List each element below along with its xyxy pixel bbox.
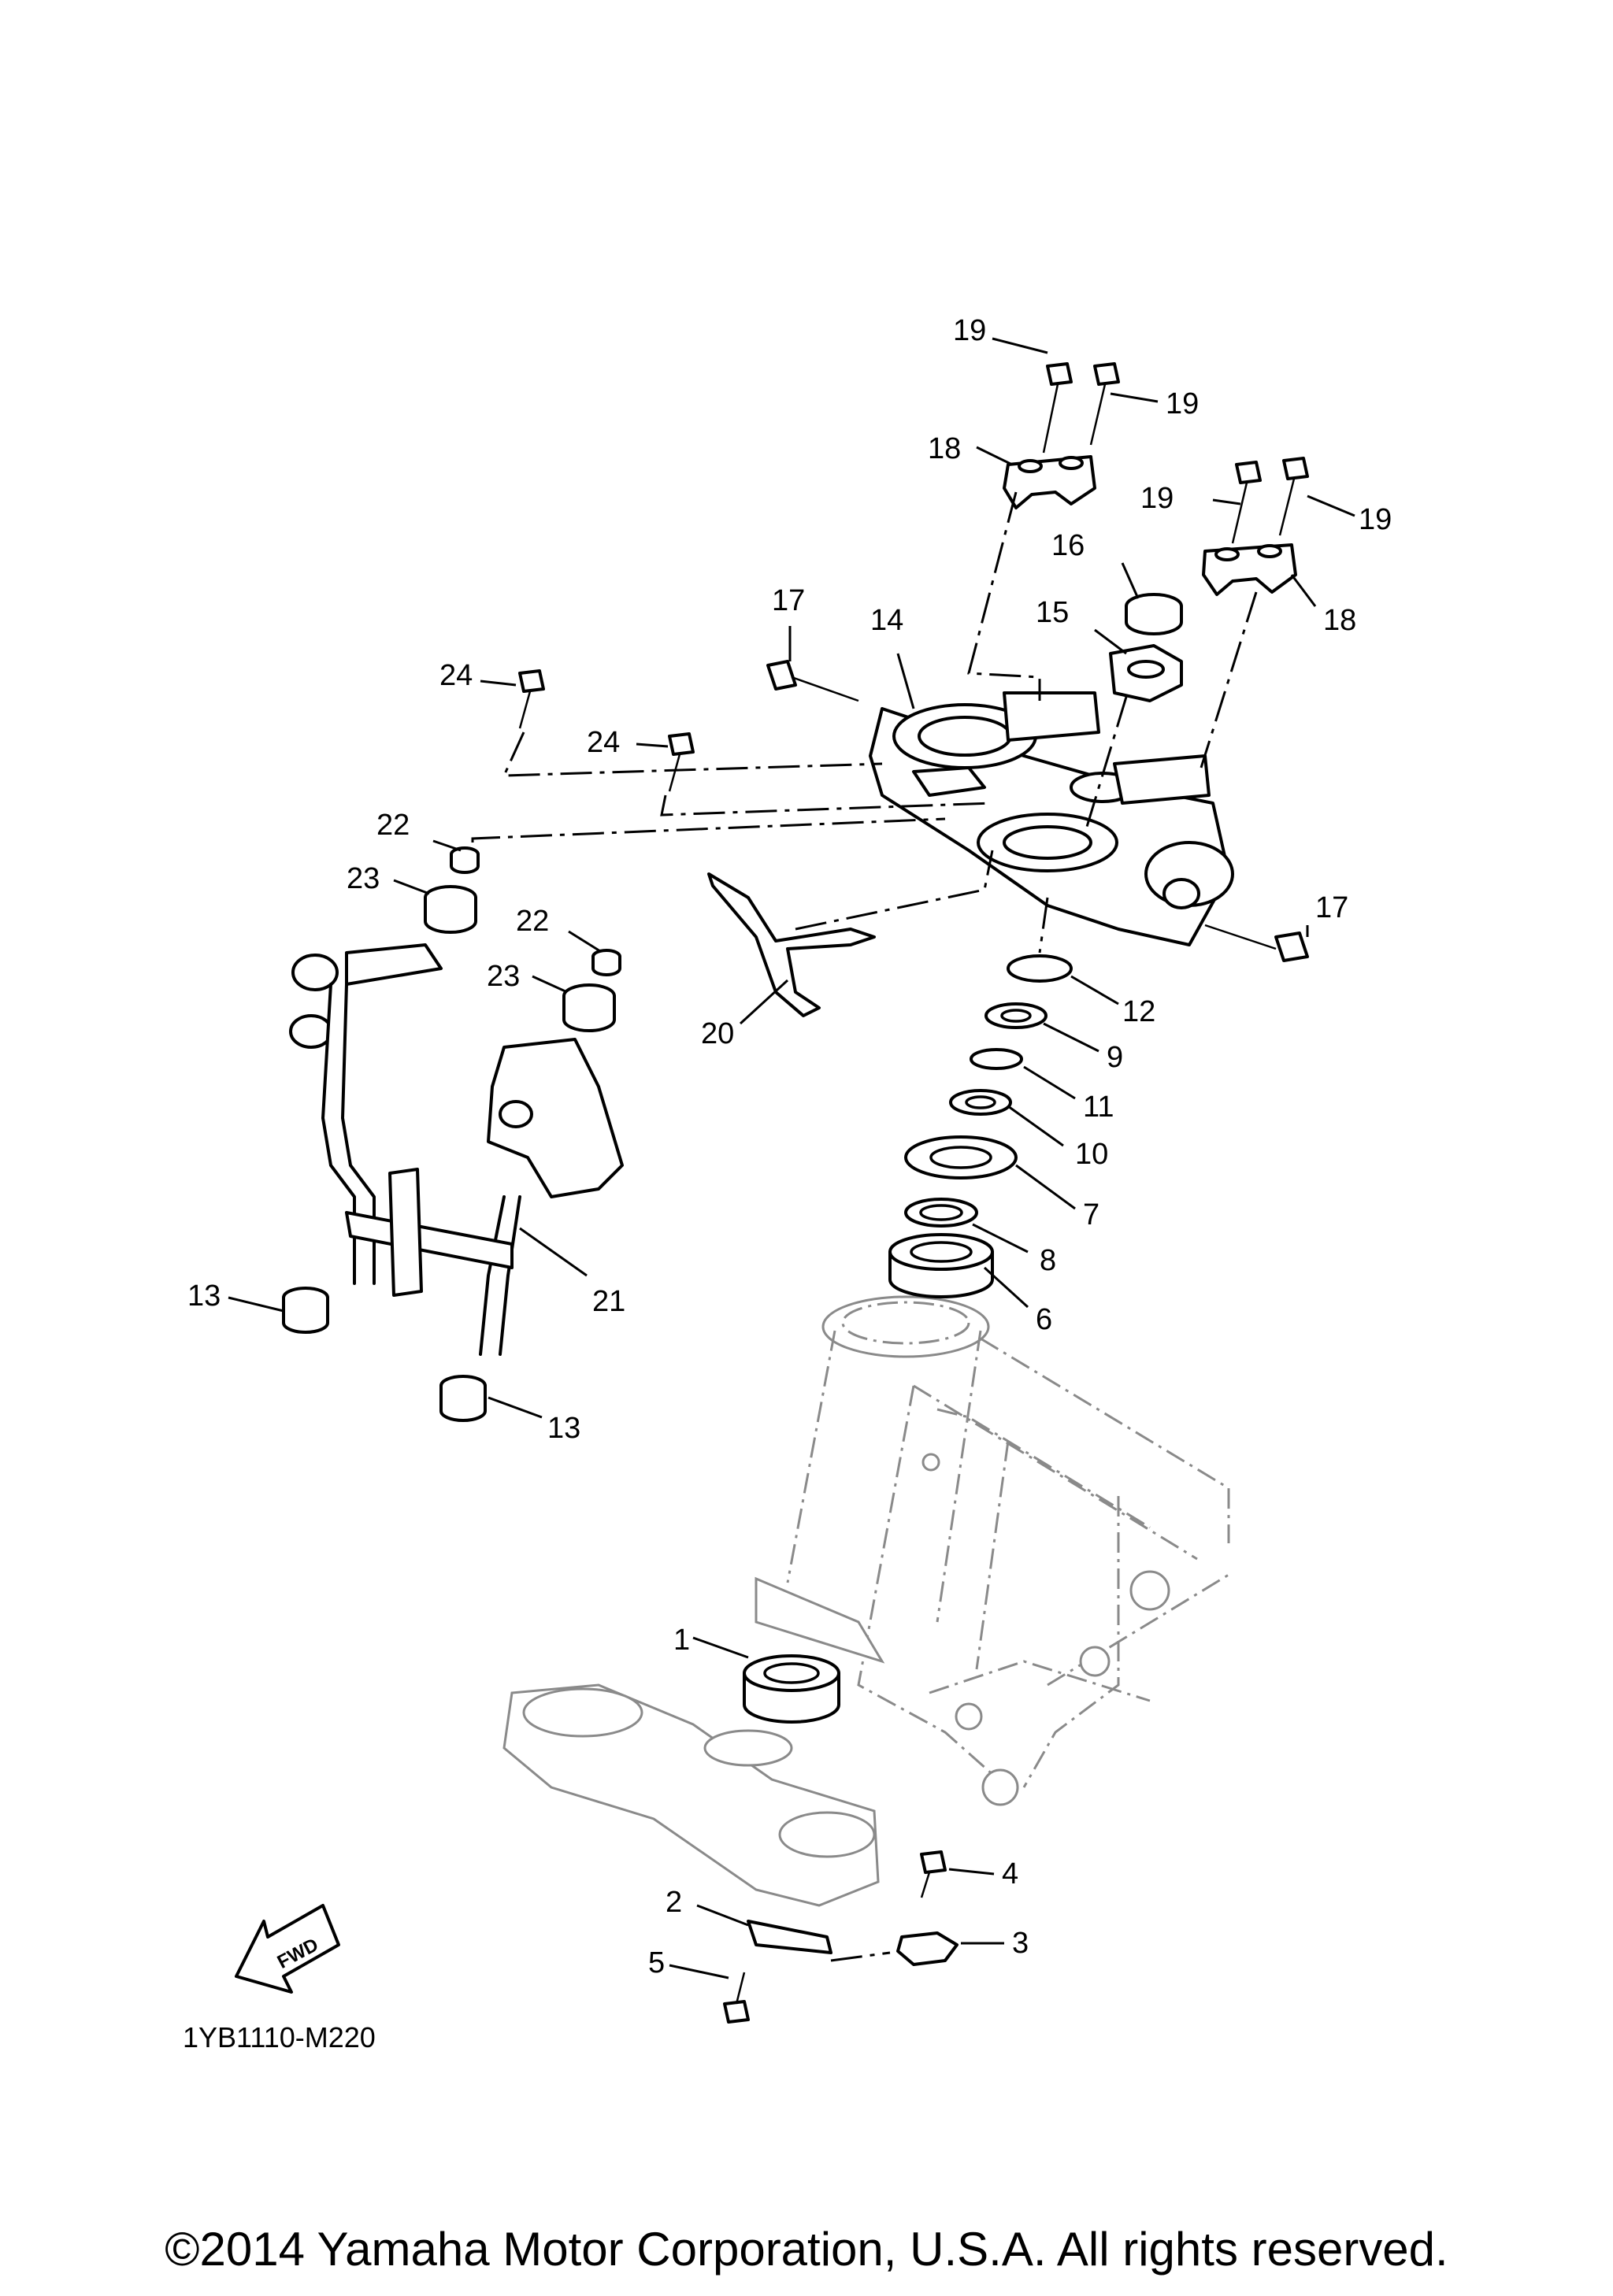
leader-lines [228, 337, 1355, 1979]
callout-10: 10 [1075, 1138, 1108, 1171]
nut-15 [1109, 644, 1183, 702]
callout-4: 4 [1002, 1857, 1018, 1890]
callout-5: 5 [648, 1946, 665, 1979]
callout-6: 6 [1036, 1303, 1052, 1336]
lower-small-parts [723, 1850, 959, 2024]
callout-17-top: 17 [772, 584, 805, 617]
callout-19-a: 19 [953, 314, 986, 347]
cap-16 [1125, 593, 1183, 635]
callout-22-right: 22 [516, 905, 549, 938]
callout-24-right: 24 [587, 726, 620, 759]
cable-guide-20 [707, 872, 876, 1017]
callout-16: 16 [1051, 529, 1085, 562]
lower-bracket [502, 1683, 880, 1907]
callout-21: 21 [592, 1285, 625, 1318]
callout-8: 8 [1040, 1244, 1056, 1277]
callouts: 1 2 3 4 5 6 7 8 9 10 11 12 13 13 14 15 1… [187, 314, 1392, 1979]
diagram-code: 1YB1110-M220 [183, 2021, 376, 2053]
callout-18-top: 18 [928, 432, 961, 465]
callout-7: 7 [1083, 1198, 1099, 1231]
copyright-notice: ©2014 Yamaha Motor Corporation, U.S.A. A… [165, 2223, 1448, 2276]
callout-12: 12 [1122, 995, 1155, 1028]
callout-19-b: 19 [1166, 387, 1199, 420]
callout-13-right: 13 [547, 1412, 580, 1445]
assembly-lines [471, 491, 1258, 1962]
bearing-stack [888, 954, 1073, 1298]
callout-2: 2 [666, 1886, 682, 1919]
callout-22-left: 22 [376, 809, 410, 842]
callout-17-right: 17 [1315, 891, 1348, 924]
bolt-19 [1042, 362, 1309, 544]
upper-bracket [869, 691, 1234, 946]
callout-14: 14 [870, 604, 903, 637]
callout-9: 9 [1107, 1041, 1123, 1074]
fwd-arrow: FWD [235, 1904, 340, 1994]
frame-outline [755, 1295, 1230, 1806]
bolt-24 [518, 669, 695, 792]
callout-3: 3 [1012, 1927, 1029, 1960]
callout-20: 20 [701, 1017, 734, 1050]
callout-18-right: 18 [1323, 604, 1356, 637]
handlebar-holder-right [1202, 543, 1297, 596]
callout-23-left: 23 [347, 862, 380, 895]
callout-19-c: 19 [1140, 482, 1174, 515]
callout-23-right: 23 [487, 960, 520, 993]
callout-24-left: 24 [439, 659, 473, 692]
bolt-17 [766, 660, 1309, 962]
callout-11: 11 [1083, 1091, 1114, 1124]
handlebar-holder-upper [1003, 455, 1096, 509]
callout-15: 15 [1036, 596, 1069, 629]
headlight-stay-21 [289, 943, 624, 1356]
bearing-1 [743, 1654, 840, 1724]
dampers [282, 846, 621, 1422]
callout-1: 1 [673, 1624, 690, 1657]
callout-19-d: 19 [1359, 503, 1392, 536]
callout-13-left: 13 [187, 1279, 221, 1313]
